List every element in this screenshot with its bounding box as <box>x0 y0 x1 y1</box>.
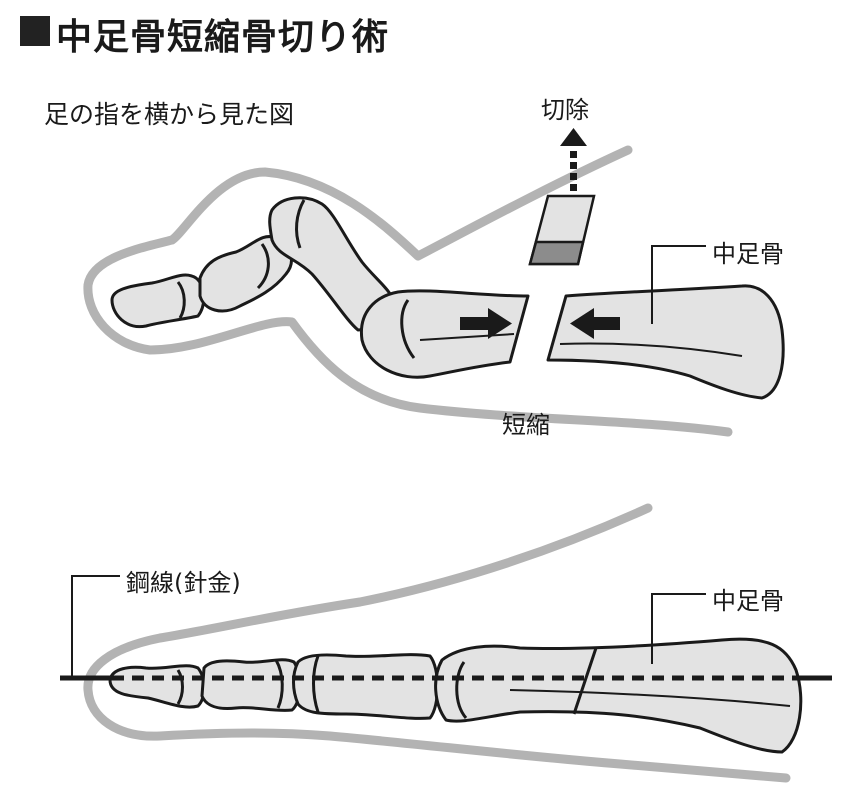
arrow-left-icon <box>570 308 620 339</box>
dotted-arrow-up-icon <box>560 128 587 191</box>
label-shortening: 短縮 <box>502 411 550 439</box>
removed-bone-piece <box>528 194 596 266</box>
label-cut: 切除 <box>541 96 589 124</box>
leader-line-wire <box>71 575 120 678</box>
distal-phalanx <box>110 273 206 329</box>
label-wire: 鋼線(針金) <box>126 569 241 597</box>
foot-outline-top <box>83 145 733 437</box>
leader-line-metatarsal-top <box>651 245 706 324</box>
toe-bones-top <box>110 196 785 400</box>
page-title: 中足骨短縮骨切り術 <box>56 17 390 58</box>
subtitle: 足の指を横から見た図 <box>44 100 295 129</box>
osteotomy-line <box>572 647 598 715</box>
middle-phalanx <box>200 658 302 712</box>
toe-bones-bottom <box>108 637 803 754</box>
foot-outline-bottom <box>83 503 791 783</box>
distal-phalanx <box>108 664 206 709</box>
title-square-icon <box>20 16 50 46</box>
metatarsal-shaft <box>546 284 785 400</box>
leader-line-metatarsal-bottom <box>651 593 706 664</box>
metatarsal-rejoined <box>434 637 803 754</box>
arrow-right-icon <box>460 308 512 339</box>
proximal-phalanx <box>292 653 439 720</box>
label-metatarsal-bottom: 中足骨 <box>712 587 784 615</box>
label-metatarsal-top: 中足骨 <box>712 240 784 268</box>
